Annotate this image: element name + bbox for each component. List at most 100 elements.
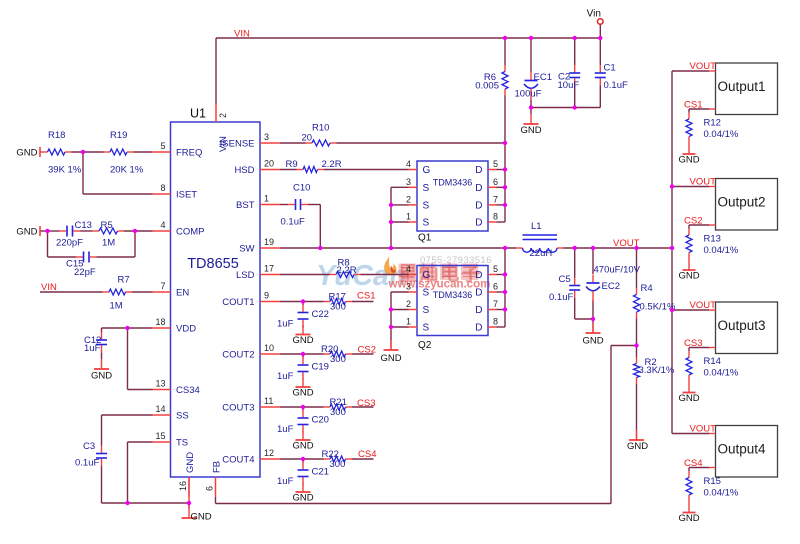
ic-pin-number: 13: [155, 379, 165, 389]
junction-dot: [388, 202, 394, 208]
ecap-ref-label: EC2: [602, 281, 620, 292]
capacitor-ref-label: C12: [84, 335, 101, 346]
junction-dot: [572, 105, 577, 110]
inductor-value-label: 22uH: [530, 248, 553, 259]
ic-pin-number: 2: [406, 194, 411, 204]
ic-pin-number: 12: [264, 448, 274, 458]
resistor-ref-label: R21: [330, 397, 347, 408]
junction-dot: [388, 324, 394, 330]
output-box: [714, 62, 779, 116]
ic-pin-number: 4: [406, 159, 411, 169]
capacitor-value-label: 1uF: [277, 424, 294, 435]
ic-u1-refdes: U1: [190, 107, 206, 121]
net-label-cs1: CS1: [357, 291, 375, 302]
ic-q2-refdes: Q2: [418, 340, 432, 351]
ic-q1-body: [416, 160, 489, 232]
resistor-body: [329, 402, 347, 412]
ic-q2-body: [416, 264, 489, 337]
gnd-symbol: GND: [91, 359, 112, 382]
ic-pin-label: SW: [239, 244, 254, 255]
resistor-r2: R23.3K/1%: [631, 357, 675, 384]
resistor-body: [632, 293, 641, 313]
junction-dot: [80, 149, 86, 155]
watermark-cn-glyph-strokes: [400, 265, 414, 279]
ic-pin-number: 4: [406, 264, 411, 274]
resistor-body: [109, 147, 128, 157]
output-label: Output2: [718, 195, 766, 210]
gnd-symbol: GND: [292, 431, 314, 452]
ic-pin-label: COUT2: [222, 350, 254, 361]
gnd-label: GND: [91, 371, 112, 382]
net-label-vout: VOUT: [690, 300, 717, 311]
ic-pin-label: VIN: [218, 136, 229, 152]
capacitor-value-label: 10uF: [558, 80, 580, 91]
junction-dot: [132, 228, 138, 234]
ic-pin-number: 4: [160, 220, 165, 230]
ic-pin-label: FREQ: [176, 148, 202, 159]
resistor-ref-label: R6: [484, 72, 496, 83]
ic-pin-label: S: [423, 218, 430, 229]
resistor-value-label: 0.005: [475, 81, 499, 92]
junction-dot: [388, 245, 394, 251]
ic-pin-label: S: [423, 183, 430, 194]
output-box: [714, 177, 779, 231]
gnd-port-label: GND: [16, 148, 37, 159]
resistor-value-label: 0.04/1%: [704, 245, 739, 256]
gnd-label: GND: [678, 513, 699, 524]
capacitor-ref-label: C1: [604, 63, 616, 74]
output-box: [714, 424, 779, 478]
ic-pin-label: LSD: [236, 270, 255, 281]
resistor-value-label: 2.2R: [337, 265, 357, 276]
ic-q1-partnumber: TDM3436: [433, 178, 473, 188]
resistor-ref-label: R17: [329, 292, 346, 303]
ic-pin-label: S: [423, 305, 430, 316]
ic-q2-partnumber: TDM3436: [433, 290, 473, 300]
resistor-ref-label: R19: [110, 130, 127, 141]
ic-q1-refdes: Q1: [418, 233, 432, 244]
resistor-ref-label: R7: [118, 275, 130, 286]
ic-pin-label: CS34: [176, 385, 200, 396]
gnd-symbol: GND: [292, 483, 314, 504]
gnd-label: GND: [292, 441, 313, 452]
net-label-vout: VOUT: [613, 238, 640, 249]
output-label: Output1: [718, 79, 766, 94]
resistor-ref-label: R8: [338, 258, 350, 269]
resistor-body: [46, 147, 66, 157]
ic-pin-number: 10: [264, 343, 274, 353]
junction-dot: [502, 272, 508, 277]
junction-dot: [502, 140, 508, 146]
gnd-symbol: GND: [292, 325, 314, 346]
ic-pin-number: 19: [264, 237, 274, 247]
net-label-vin: VIN: [41, 282, 57, 293]
resistor-body: [311, 138, 331, 148]
ic-pin-label: COUT1: [222, 297, 254, 308]
gnd-symbol: GND: [582, 323, 604, 347]
output-label: Output4: [718, 442, 767, 457]
ic-pin-number: 3: [264, 132, 269, 142]
resistor-value-label: 20: [302, 133, 313, 144]
ic-pin-label: COMP: [176, 227, 205, 238]
resistor-ref-label: R5: [101, 220, 113, 231]
watermark-cn-glyph-strokes: [442, 265, 456, 279]
junction-dot: [528, 35, 534, 41]
resistor-value-label: 2.2R: [322, 159, 342, 170]
junction-dot: [300, 299, 306, 304]
resistor-ref-label: R22: [322, 449, 339, 460]
ic-pin-number: 2: [218, 113, 228, 118]
gnd-label: GND: [678, 155, 699, 166]
capacitor-value-label: 22pF: [74, 267, 96, 278]
junction-dot: [502, 185, 508, 190]
ic-pin-label: VDD: [176, 324, 196, 335]
